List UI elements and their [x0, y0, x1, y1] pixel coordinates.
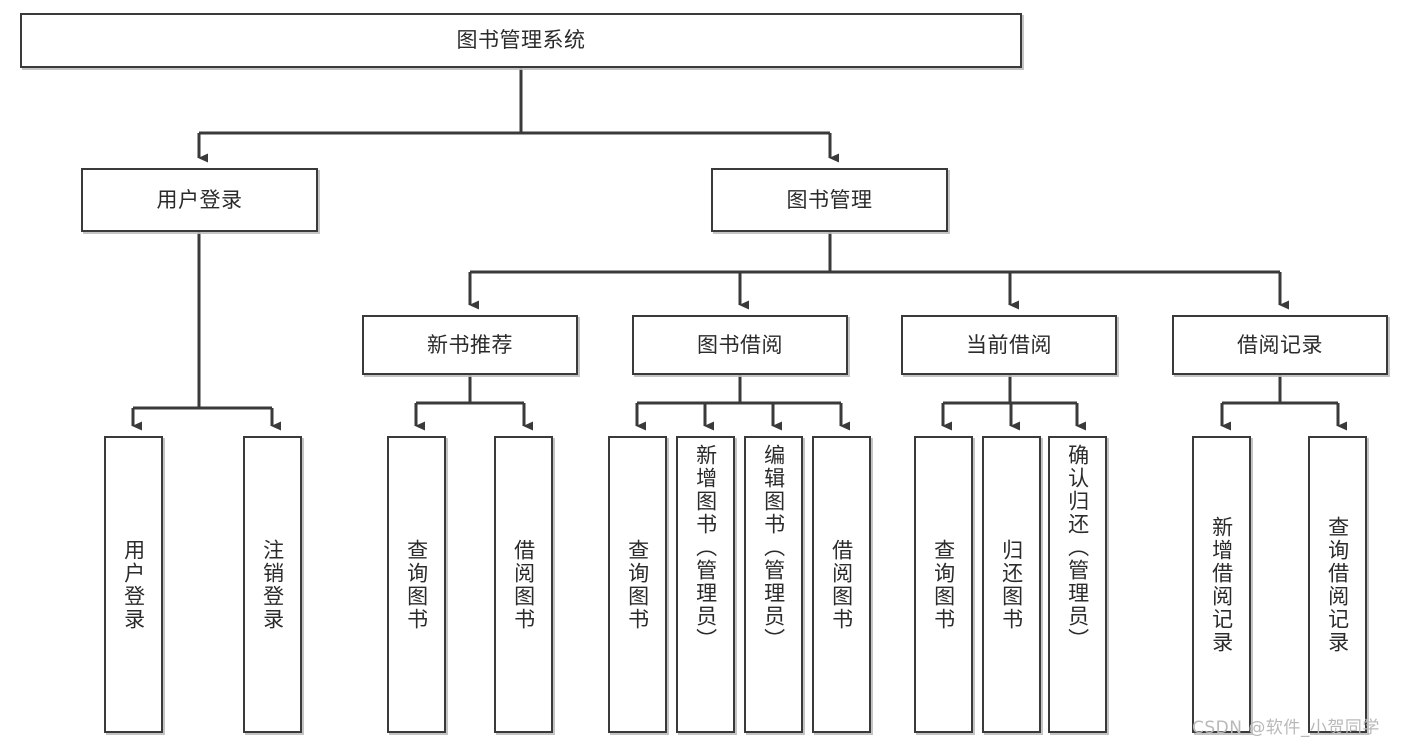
watermark-text: CSDN @软件_小贺同学 [1192, 718, 1380, 738]
node-leaf-query-book-2[interactable]: 查询图书 [608, 436, 667, 733]
node-leaf-edit-book[interactable]: 编辑图书（管理员） [744, 436, 803, 733]
node-book-borrow-label: 图书借阅 [697, 332, 783, 357]
node-leaf-add-book[interactable]: 新增图书（管理员） [676, 436, 735, 733]
node-leaf-query-book-3[interactable]: 查询图书 [914, 436, 973, 733]
node-leaf-add-book-label: 新增图书（管理员） [693, 444, 718, 651]
node-user-login[interactable]: 用户登录 [81, 168, 318, 232]
node-user-login-label: 用户登录 [156, 187, 243, 212]
node-borrow-record-label: 借阅记录 [1237, 332, 1323, 357]
node-leaf-edit-book-label: 编辑图书（管理员） [761, 444, 786, 651]
node-borrow-record[interactable]: 借阅记录 [1172, 315, 1388, 375]
node-leaf-confirm-return-label: 确认归还（管理员） [1065, 444, 1090, 651]
node-leaf-user-login-label: 用户登录 [121, 538, 146, 631]
node-leaf-query-book-3-label: 查询图书 [931, 538, 956, 631]
node-leaf-query-book-2-label: 查询图书 [625, 538, 650, 631]
node-new-book-recommend[interactable]: 新书推荐 [362, 315, 578, 375]
node-leaf-borrow-book-1-label: 借阅图书 [511, 538, 536, 631]
node-leaf-return-book[interactable]: 归还图书 [982, 436, 1041, 733]
node-current-borrow[interactable]: 当前借阅 [901, 315, 1117, 375]
node-leaf-user-login[interactable]: 用户登录 [104, 436, 163, 733]
node-leaf-add-record-label: 新增借阅记录 [1209, 515, 1234, 654]
node-leaf-query-record-label: 查询借阅记录 [1325, 515, 1350, 654]
node-leaf-query-book-1-label: 查询图书 [404, 538, 429, 631]
node-book-borrow[interactable]: 图书借阅 [632, 315, 848, 375]
node-leaf-confirm-return[interactable]: 确认归还（管理员） [1048, 436, 1107, 733]
node-leaf-borrow-book-2[interactable]: 借阅图书 [812, 436, 871, 733]
node-book-manage[interactable]: 图书管理 [711, 168, 948, 232]
node-current-borrow-label: 当前借阅 [966, 332, 1052, 357]
node-leaf-query-record[interactable]: 查询借阅记录 [1308, 436, 1367, 733]
node-leaf-user-logout[interactable]: 注销登录 [243, 436, 302, 733]
node-leaf-query-book-1[interactable]: 查询图书 [387, 436, 446, 733]
node-leaf-borrow-book-2-label: 借阅图书 [829, 538, 854, 631]
node-root[interactable]: 图书管理系统 [20, 13, 1022, 68]
node-leaf-return-book-label: 归还图书 [999, 538, 1024, 631]
node-leaf-borrow-book-1[interactable]: 借阅图书 [494, 436, 553, 733]
node-leaf-add-record[interactable]: 新增借阅记录 [1192, 436, 1251, 733]
node-root-label: 图书管理系统 [456, 28, 586, 53]
node-new-book-recommend-label: 新书推荐 [427, 332, 513, 357]
node-leaf-user-logout-label: 注销登录 [260, 538, 285, 631]
node-book-manage-label: 图书管理 [786, 187, 873, 212]
